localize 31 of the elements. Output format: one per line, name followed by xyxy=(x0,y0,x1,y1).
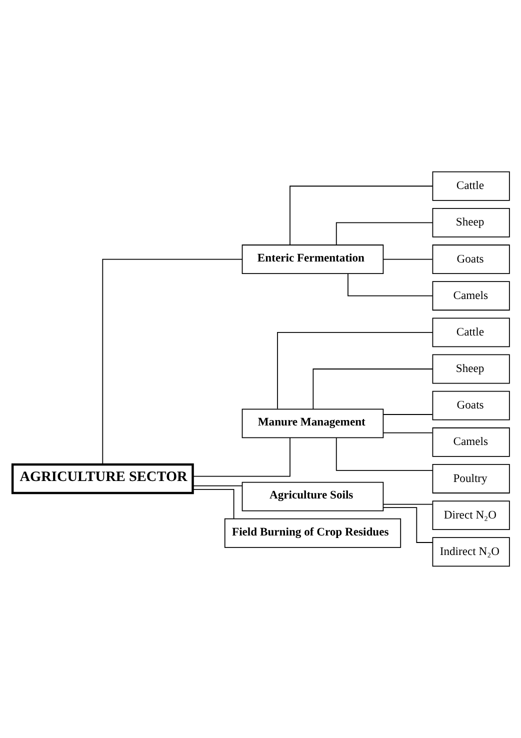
connector xyxy=(102,258,242,465)
node-box: Sheep xyxy=(432,208,510,238)
connector xyxy=(276,332,433,410)
connector xyxy=(347,273,432,296)
connector xyxy=(312,368,432,410)
node-box: Goats xyxy=(432,390,510,420)
connector xyxy=(382,432,432,434)
connector xyxy=(335,222,432,246)
connector xyxy=(382,504,432,505)
connector xyxy=(192,488,234,520)
connector xyxy=(192,485,242,486)
connector xyxy=(382,414,432,415)
connector xyxy=(192,437,290,477)
node-box: Cattle xyxy=(432,318,510,348)
node-box: Field Burning of Crop Residues xyxy=(224,518,401,548)
node-box: Agriculture Soils xyxy=(241,482,384,512)
node-box: Goats xyxy=(432,244,510,274)
node-box: Enteric Fermentation xyxy=(241,244,384,274)
node-box: Indirect N₂O xyxy=(432,537,510,567)
node-box: Manure Management xyxy=(241,408,384,438)
node-box: Sheep xyxy=(432,354,510,384)
node-box: AGRICULTURE SECTOR xyxy=(10,463,194,494)
node-box: Cattle xyxy=(432,171,510,201)
connector xyxy=(289,186,433,246)
node-box: Camels xyxy=(432,427,510,457)
node-box: Poultry xyxy=(432,464,510,494)
node-box: Direct N₂O xyxy=(432,500,510,530)
connector xyxy=(382,258,432,260)
connector xyxy=(382,507,433,543)
connector xyxy=(335,437,432,471)
node-box: Camels xyxy=(432,281,510,311)
